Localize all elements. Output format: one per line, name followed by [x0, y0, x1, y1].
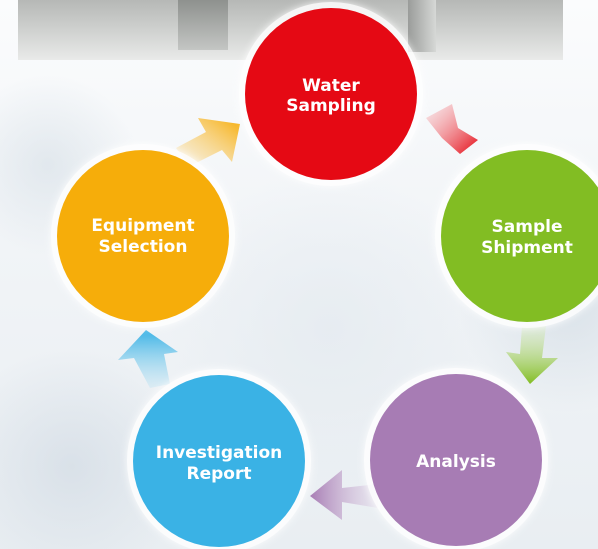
circle-investigation-report	[133, 375, 305, 547]
label-sample-shipment-1: Sample	[492, 217, 563, 237]
circle-equipment-selection	[57, 150, 229, 322]
label-equipment-selection-2: Selection	[99, 237, 188, 257]
node-sample-shipment: Sample Shipment	[435, 144, 598, 328]
arrow-shipment-to-analysis	[506, 326, 558, 384]
label-water-sampling-1: Water	[302, 76, 360, 96]
node-investigation-report: Investigation Report	[127, 369, 311, 549]
label-sample-shipment-2: Shipment	[481, 238, 573, 258]
circle-water-sampling	[245, 8, 417, 180]
label-analysis: Analysis	[416, 452, 496, 472]
circle-sample-shipment	[441, 150, 598, 322]
node-water-sampling: Water Sampling	[239, 2, 423, 186]
node-equipment-selection: Equipment Selection	[51, 144, 235, 328]
node-analysis: Analysis	[364, 368, 548, 549]
label-investigation-report-1: Investigation	[156, 443, 283, 463]
circle-analysis	[370, 374, 542, 546]
arrow-equipment-to-water	[176, 118, 240, 166]
label-water-sampling-2: Sampling	[286, 96, 376, 116]
arrow-analysis-to-report	[310, 470, 378, 520]
arrow-water-to-shipment	[426, 104, 478, 154]
arrow-report-to-equipment	[118, 330, 178, 388]
label-equipment-selection-1: Equipment	[91, 216, 194, 236]
label-investigation-report-2: Report	[187, 464, 252, 484]
